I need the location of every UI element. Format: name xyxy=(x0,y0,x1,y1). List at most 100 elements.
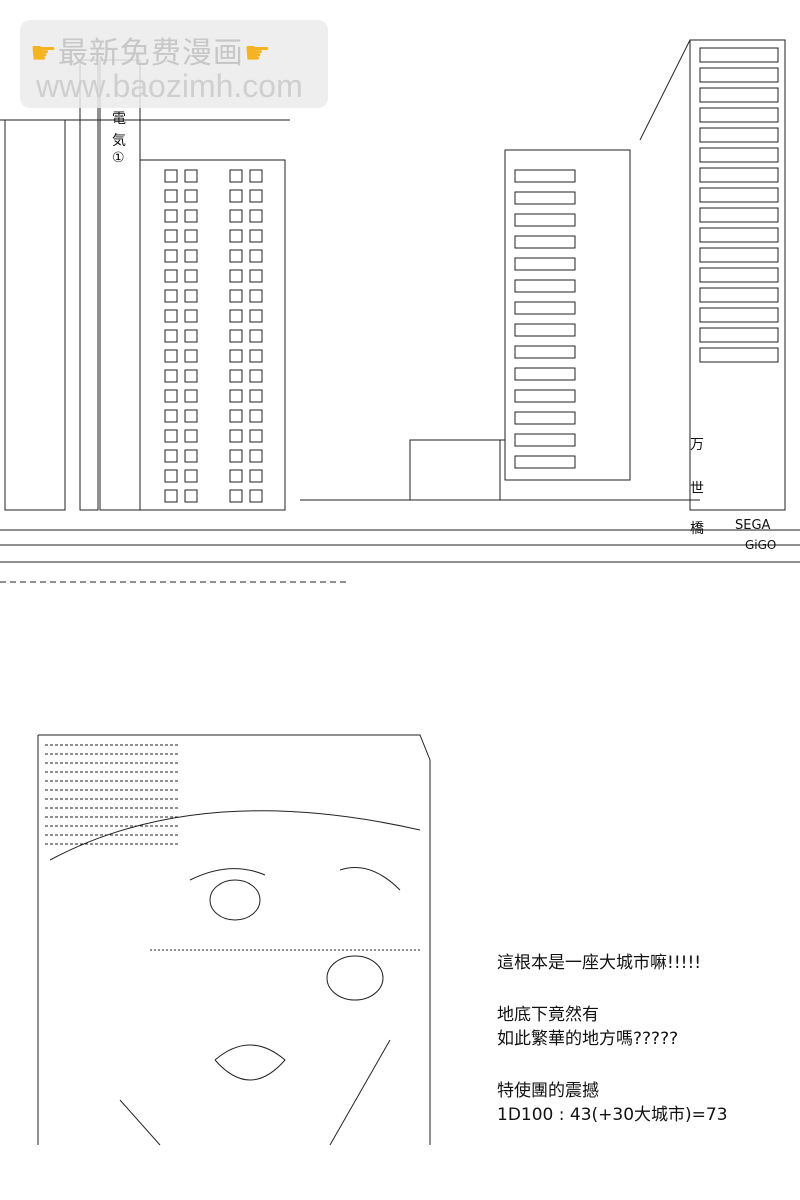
caption-line-2: 地底下竟然有 xyxy=(497,1005,599,1025)
building-window xyxy=(514,323,576,337)
building-window xyxy=(249,189,263,203)
pointing-hand-icon: ☛ xyxy=(243,36,272,71)
sign-den: 電 xyxy=(112,111,126,127)
building-window xyxy=(249,469,263,483)
building-window xyxy=(229,229,243,243)
sign-se: 世 xyxy=(690,481,704,497)
building-window xyxy=(229,469,243,483)
building-window xyxy=(184,449,198,463)
building-window xyxy=(699,207,779,223)
building-window xyxy=(699,147,779,163)
building-window xyxy=(699,287,779,303)
building-window xyxy=(249,309,263,323)
building-window xyxy=(514,257,576,271)
building-window xyxy=(249,329,263,343)
building-window xyxy=(184,289,198,303)
building-window xyxy=(164,429,178,443)
building-window xyxy=(249,349,263,363)
building-window xyxy=(164,389,178,403)
building-window xyxy=(229,329,243,343)
building-window xyxy=(184,409,198,423)
watermark-banner: ☛最新免费漫画☛ www.baozimh.com xyxy=(20,20,328,108)
building-window xyxy=(249,229,263,243)
building-window xyxy=(699,187,779,203)
building-window xyxy=(249,369,263,383)
building-window xyxy=(699,127,779,143)
building-window xyxy=(164,449,178,463)
building-window xyxy=(249,409,263,423)
building-window xyxy=(164,169,178,183)
sign-sega: SEGA xyxy=(735,518,771,533)
building-window xyxy=(699,267,779,283)
building-window xyxy=(514,455,576,469)
building-window xyxy=(514,235,576,249)
watermark-url: www.baozimh.com xyxy=(36,68,303,104)
building-window xyxy=(229,429,243,443)
building-window xyxy=(699,327,779,343)
building-window xyxy=(229,189,243,203)
building-window xyxy=(229,289,243,303)
pointing-hand-icon: ☛ xyxy=(30,36,58,71)
building-window xyxy=(184,489,198,503)
building-window xyxy=(514,301,576,315)
caption-line-3: 如此繁華的地方嗎????? xyxy=(497,1029,679,1049)
caption-line-5: 1D100 : 43(+30大城市)=73 xyxy=(497,1105,728,1125)
building-window xyxy=(514,279,576,293)
building-window xyxy=(229,309,243,323)
face-ascii-art xyxy=(37,734,431,1146)
building-window xyxy=(184,249,198,263)
building-window xyxy=(699,47,779,63)
building-window xyxy=(514,433,576,447)
building-window xyxy=(184,469,198,483)
caption-line-4: 特使團的震撼 xyxy=(497,1081,599,1101)
building-window xyxy=(514,191,576,205)
building-window xyxy=(249,169,263,183)
building-window xyxy=(164,409,178,423)
building-window xyxy=(514,411,576,425)
watermark-text: 最新免费漫画 xyxy=(57,36,244,71)
building-window xyxy=(699,247,779,263)
building-window xyxy=(184,429,198,443)
building-window xyxy=(249,489,263,503)
building-window xyxy=(184,369,198,383)
building-window xyxy=(514,367,576,381)
building-window xyxy=(184,229,198,243)
building-window xyxy=(229,449,243,463)
building-window xyxy=(164,329,178,343)
sign-gigo: GiGO xyxy=(745,538,777,552)
caption-line-1: 這根本是一座大城市嘛!!!!! xyxy=(497,953,702,973)
building-window xyxy=(249,429,263,443)
building-window xyxy=(249,389,263,403)
building-window xyxy=(249,249,263,263)
building-window xyxy=(229,349,243,363)
sign-one: ① xyxy=(112,150,125,166)
building-window xyxy=(164,369,178,383)
building-window xyxy=(184,329,198,343)
building-window xyxy=(229,369,243,383)
building-window xyxy=(249,209,263,223)
building-window xyxy=(699,87,779,103)
building-window xyxy=(229,409,243,423)
building-window xyxy=(514,213,576,227)
building-window xyxy=(164,349,178,363)
building-window xyxy=(699,347,779,363)
building-window xyxy=(164,249,178,263)
building-window xyxy=(229,489,243,503)
building-window xyxy=(164,189,178,203)
building-window xyxy=(249,449,263,463)
building-window xyxy=(514,345,576,359)
building-window xyxy=(249,289,263,303)
building-window xyxy=(164,489,178,503)
building-window xyxy=(249,269,263,283)
building-window xyxy=(184,269,198,283)
building-window xyxy=(229,269,243,283)
building-window xyxy=(699,67,779,83)
building-window xyxy=(164,469,178,483)
building-window xyxy=(164,289,178,303)
building-window xyxy=(184,189,198,203)
building-window xyxy=(184,349,198,363)
building-window xyxy=(699,227,779,243)
building-window xyxy=(164,229,178,243)
sign-ki: 気 xyxy=(112,133,126,149)
